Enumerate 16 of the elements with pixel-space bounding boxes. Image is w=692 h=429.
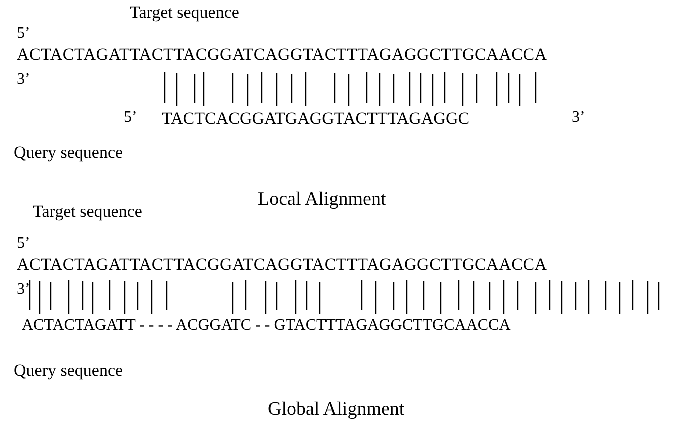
strand-end-label: 3’: [17, 72, 30, 88]
query-sequence: TACTCACGGATGAGGTACTTTAGAGGC: [162, 110, 470, 127]
sequence-label: Target sequence: [33, 203, 142, 220]
strand-end-label: 3’: [17, 282, 30, 298]
strand-end-label: 5’: [124, 110, 138, 126]
sequence-label: Target sequence: [130, 4, 240, 21]
sequence-label: Query sequence: [14, 362, 124, 379]
alignment-title: Local Alignment: [258, 190, 386, 209]
query-sequence: ACTACTAGATT - - - - ACGGATC - - GTACTTTAGAGGCTTGCAACCA: [22, 318, 511, 334]
strand-end-label: 3’: [572, 110, 586, 126]
strand-end-label: 5’: [17, 26, 30, 42]
sequence-label: Query sequence: [14, 144, 124, 161]
alignment-title: Global Alignment: [268, 400, 405, 419]
strand-end-label: 5’: [17, 236, 30, 252]
target-sequence: ACTACTAGATTACTTACGGATCAGGTACTTTAGAGGCTTGCAACCA: [17, 256, 548, 273]
target-sequence: ACTACTAGATTACTTACGGATCAGGTACTTTAGAGGCTTGCAACCA: [17, 46, 548, 63]
